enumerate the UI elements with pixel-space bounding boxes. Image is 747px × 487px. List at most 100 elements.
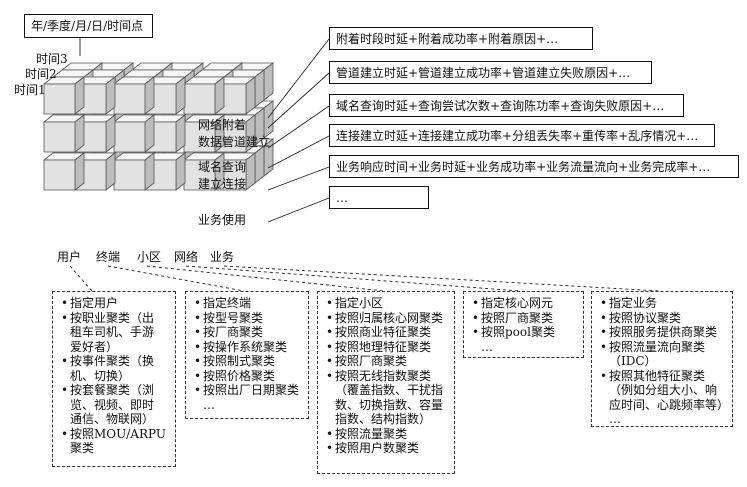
dimension-item-text: 按照厂商聚类 (481, 310, 554, 325)
dimension-item: •按套餐聚类（浏 (61, 383, 169, 398)
bullet-icon: • (326, 354, 334, 368)
time-point-label: 时间3 (36, 52, 68, 66)
dimension-item-continuation: （IDC） (609, 354, 657, 368)
dimension-item: •按照归属核心网聚类 (326, 311, 448, 326)
dimension-item-text: 按照制式聚类 (203, 354, 276, 368)
dimension-item: •按照服务提供商聚类 (600, 325, 726, 340)
connector-line (267, 166, 330, 191)
dimension-item-text: 按照MOU/ARPU (70, 426, 166, 441)
dimension-item: •按照协议聚类 (600, 311, 726, 326)
dimension-box-terminal: •指定终端•按型号聚类•按厂商聚类•按操作系统聚类•按照制式聚类•按照价格聚类•… (185, 291, 309, 419)
data-cube (42, 62, 275, 191)
metric-text: 域名查询时延+查询尝试次数+查询陈功率+查询失败原因+… (336, 99, 665, 113)
metric-text: 管道建立时延+管道建立成功率+管道建立失败原因+… (336, 66, 631, 80)
dimension-item-text: 指定终端 (203, 296, 252, 310)
metric-box-connection: 连接建立时延+连接建立成功率+分组丢失率+重传率+乱序情况+… (329, 124, 715, 147)
time-granularity-text: 年/季度/月/日/时间点 (31, 19, 144, 33)
cube-label-line: 建立连接 (198, 177, 247, 191)
cube-face (144, 76, 155, 115)
dimension-item-text: 按事件聚类（换 (70, 354, 155, 368)
cube-face (254, 145, 265, 184)
metric-box-more: … (329, 186, 429, 209)
dimension-item-text: 按照地理特征聚类 (335, 339, 432, 354)
time-point-label: 时间1 (14, 83, 46, 97)
bullet-icon: • (194, 354, 202, 368)
dimension-item: •按照出厂日期聚类 (194, 383, 302, 398)
bullet-icon: • (326, 426, 334, 441)
dimension-item-text: 指定用户 (70, 296, 119, 310)
cube-face (43, 159, 76, 191)
cube-face (144, 152, 155, 191)
connector-line (267, 135, 330, 169)
bullet-icon: • (194, 368, 202, 383)
bullet-icon: • (600, 325, 608, 339)
dimension-item: •按照其他特征聚类 (600, 369, 726, 384)
bullet-icon: • (326, 310, 334, 325)
cube-label-line: 业务使用 (198, 213, 247, 227)
cube-label-line: 数据管道建立 (198, 135, 271, 149)
cube-face (113, 121, 146, 153)
dimension-box-service: •指定业务•按照协议聚类•按照服务提供商聚类•按照流量流向聚类（IDC）•按照其… (591, 291, 733, 427)
cube-face (214, 76, 225, 115)
dimension-item-text: 按照pool聚类 (481, 325, 555, 339)
dimension-item-text: 按照商业特征聚类 (335, 325, 432, 339)
cube-face (43, 83, 76, 115)
bullet-icon: • (194, 339, 202, 354)
metric-box-attach: 附着时段时延+附着成功率+附着原因+… (329, 27, 593, 50)
dimension-item: •指定小区 (326, 296, 448, 311)
cube-face (183, 83, 216, 115)
dimension-item-continuation: （例如分组大小、响 (609, 383, 718, 397)
dimension-item: •按型号聚类 (194, 311, 302, 326)
cube-face (74, 76, 85, 115)
cube-face (245, 76, 256, 115)
bullet-icon: • (600, 296, 608, 310)
cube-face (105, 76, 116, 115)
dimension-item: •按照厂商聚类 (472, 311, 577, 326)
metric-text: 附着时段时延+附着成功率+附着原因+… (336, 32, 559, 46)
dimension-item-continuation: （覆盖指数、干扰指 (335, 383, 444, 397)
time-point-label: 时间2 (25, 67, 57, 81)
dimension-item-text: 按照协议聚类 (609, 310, 682, 325)
dimension-item: •按照厂商聚类 (326, 354, 448, 369)
dimension-item: •指定用户 (61, 296, 169, 311)
dimension-item: •按照地理特征聚类 (326, 340, 448, 355)
connector-line (267, 197, 330, 223)
dimension-more: … (481, 339, 493, 354)
cube-face (43, 121, 76, 153)
dimension-item: •按照商业特征聚类 (326, 325, 448, 340)
dimension-item-text: 按照出厂日期聚类 (203, 383, 300, 397)
connector-line (267, 38, 330, 119)
connector-line (267, 72, 330, 129)
bullet-icon: • (326, 325, 334, 339)
bullet-icon: • (472, 296, 480, 310)
dimension-item: •按照流量聚类 (326, 427, 448, 442)
cube-face (74, 152, 85, 191)
bullet-icon: • (61, 426, 69, 441)
dimension-item-continuation: 应时间、心跳频率等） (609, 397, 730, 412)
bullet-icon: • (61, 310, 69, 325)
bullet-icon: • (600, 339, 608, 354)
dimension-item: •按照制式聚类 (194, 354, 302, 369)
connector-line (107, 265, 245, 292)
cube-face (263, 62, 274, 101)
bullet-icon: • (326, 441, 334, 455)
dimension-item: •指定核心网元 (472, 296, 577, 311)
connector-lines (69, 38, 661, 292)
metric-text: 业务响应时间+业务时延+业务成功率+业务流量流向+业务完成率+… (336, 160, 711, 174)
dimension-item-text: 按照流量聚类 (335, 426, 408, 441)
dimension-item-text: 按照其他特征聚类 (609, 368, 706, 383)
dimension-item: •按照流量流向聚类 (600, 340, 726, 355)
dimension-item-text: 指定业务 (609, 296, 658, 310)
bullet-icon: • (600, 310, 608, 325)
metric-box-service: 业务响应时间+业务时延+业务成功率+业务流量流向+业务完成率+… (329, 155, 739, 178)
cube-label-attach: 网络附着 数据管道建立 (198, 117, 270, 151)
dimension-item: •按照用户数聚类 (326, 441, 448, 456)
dimension-item-text: 按照服务提供商聚类 (609, 325, 718, 339)
dimension-item-text: 按照归属核心网聚类 (335, 310, 444, 325)
bullet-icon: • (326, 339, 334, 354)
dimension-item-continuation: 览、视频、即时 (70, 397, 155, 412)
bullet-icon: • (194, 325, 202, 339)
axis-label-terminal: 终端 (96, 250, 121, 264)
dimension-item-continuation: 指数、结构指数） (335, 412, 432, 426)
bullet-icon: • (194, 296, 202, 310)
